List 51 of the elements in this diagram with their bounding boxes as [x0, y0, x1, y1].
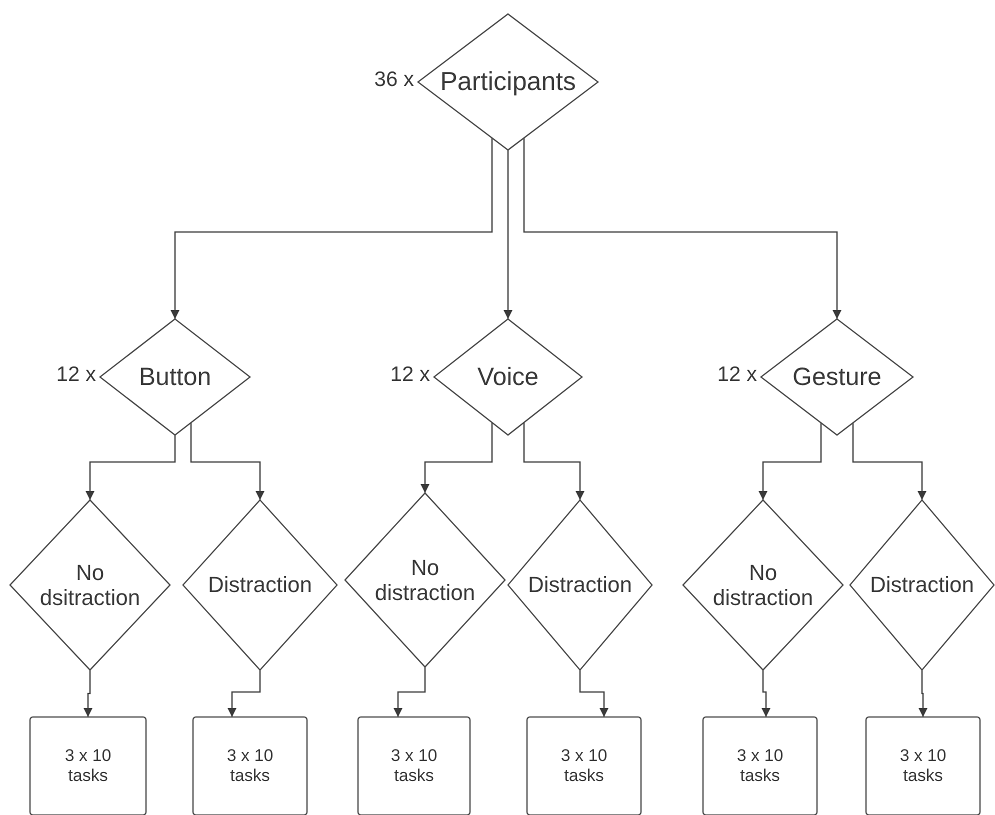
node-label: 3 x 10 tasks — [64, 746, 112, 786]
node-label: 3 x 10 tasks — [226, 746, 274, 786]
arrow — [170, 138, 493, 319]
node-label: No distraction — [712, 560, 814, 610]
count-label: 12 x — [390, 363, 430, 387]
decision-diamond — [345, 493, 505, 667]
arrow — [394, 667, 426, 717]
count-label: 12 x — [56, 363, 96, 387]
node-label: Distraction — [208, 572, 312, 598]
node-label: 3 x 10 tasks — [736, 746, 784, 786]
decision-diamond — [418, 14, 598, 150]
decision-diamond — [683, 500, 843, 670]
node-label: 3 x 10 tasks — [390, 746, 438, 786]
decision-diamond — [850, 500, 994, 670]
arrow — [918, 670, 928, 717]
node-label: Voice — [477, 362, 539, 392]
decision-diamond — [761, 319, 913, 435]
process-box — [358, 717, 470, 815]
process-box — [527, 717, 641, 815]
node-label: No distraction — [374, 554, 476, 606]
arrow — [579, 670, 608, 717]
count-label: 12 x — [717, 363, 757, 387]
node-label: Participants — [440, 67, 576, 97]
process-box — [30, 717, 146, 815]
arrow — [523, 422, 584, 500]
decision-diamond — [10, 500, 170, 670]
process-box — [193, 717, 307, 815]
node-label: Button — [138, 362, 212, 392]
decision-diamond — [434, 319, 582, 435]
arrow — [420, 422, 493, 493]
node-label: 3 x 10 tasks — [560, 746, 608, 786]
arrow — [228, 670, 261, 717]
process-box — [703, 717, 817, 815]
node-label: No dsitraction — [38, 560, 142, 610]
arrow — [84, 670, 92, 717]
decision-diamond — [183, 500, 337, 670]
node-label: Gesture — [792, 362, 882, 392]
arrow — [852, 422, 926, 500]
arrow — [190, 422, 264, 500]
decision-diamond — [508, 500, 652, 670]
node-label: Distraction — [870, 572, 974, 598]
node-label: Distraction — [528, 572, 632, 598]
arrow — [86, 435, 176, 500]
process-box — [866, 717, 980, 815]
arrow — [758, 422, 822, 500]
count-label: 36 x — [374, 68, 414, 92]
node-label: 3 x 10 tasks — [898, 746, 948, 786]
decision-diamond — [100, 319, 250, 435]
arrow — [523, 138, 842, 319]
arrow — [762, 670, 770, 717]
arrow — [504, 150, 512, 319]
